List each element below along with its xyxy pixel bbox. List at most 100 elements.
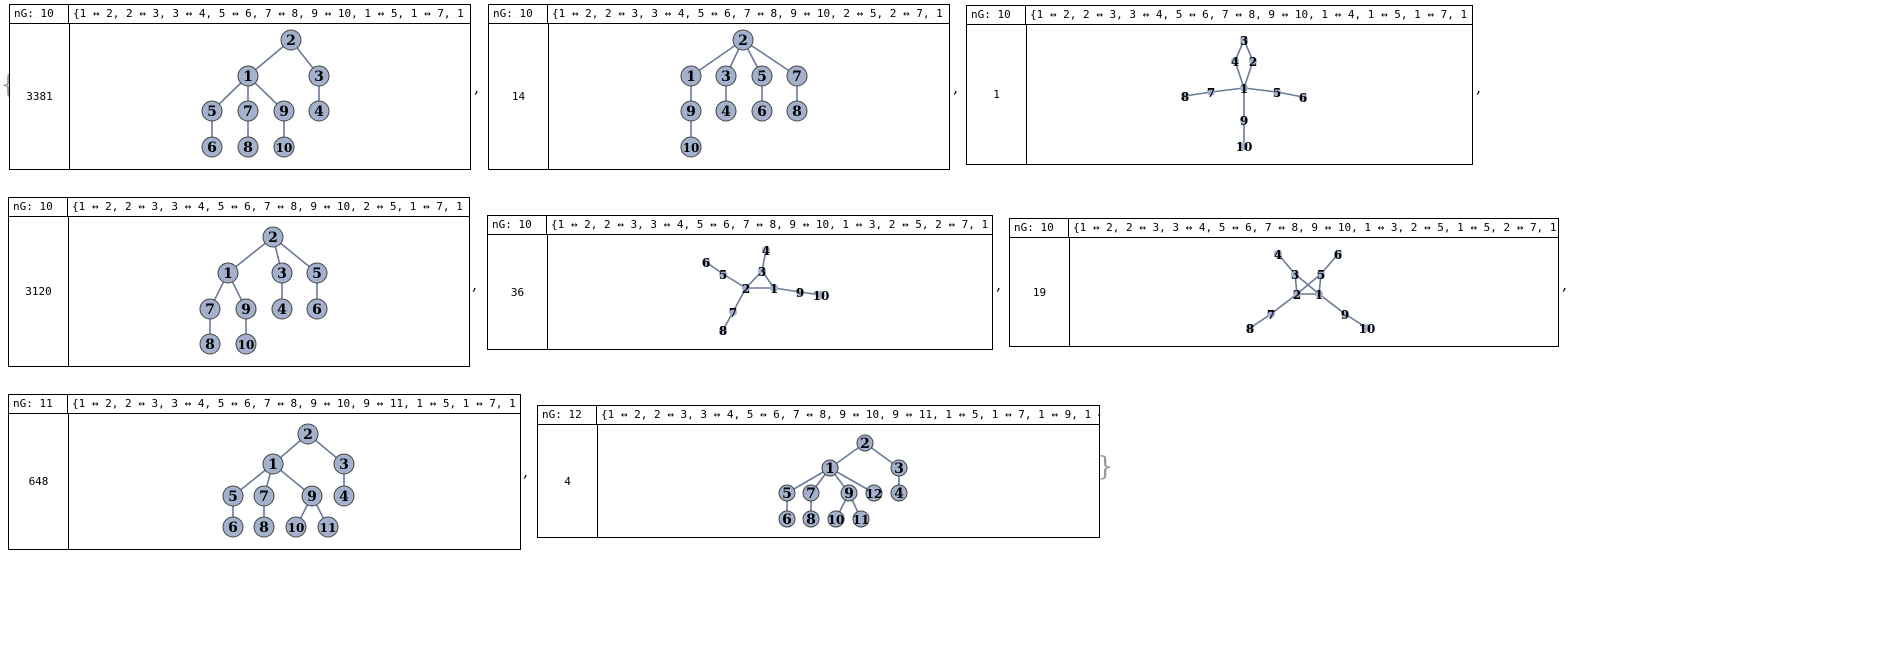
graph-node[interactable]: 6	[306, 298, 328, 320]
graph-node[interactable]: 3	[890, 459, 908, 477]
graph-node[interactable]: 2	[297, 423, 319, 445]
graph-panel[interactable]: nG: 10 {1 ↔ 2, 2 ↔ 3, 3 ↔ 4, 5 ↔ 6, 7 ↔ …	[1009, 218, 1559, 347]
graph-node[interactable]: 11	[317, 516, 339, 538]
graph-node[interactable]: 9	[1341, 308, 1349, 322]
graph-panel[interactable]: nG: 10 {1 ↔ 2, 2 ↔ 3, 3 ↔ 4, 5 ↔ 6, 7 ↔ …	[9, 4, 471, 170]
graph-node[interactable]: 11	[852, 510, 870, 528]
graph-node[interactable]: 5	[1317, 268, 1325, 282]
graph-node[interactable]: 1	[770, 282, 778, 296]
graph-panel[interactable]: nG: 10 {1 ↔ 2, 2 ↔ 3, 3 ↔ 4, 5 ↔ 6, 7 ↔ …	[487, 215, 993, 350]
graph-node[interactable]: 8	[1181, 90, 1189, 104]
graph-node[interactable]: 6	[1334, 248, 1342, 262]
graph-node[interactable]: 5	[778, 484, 796, 502]
graph-node[interactable]: 6	[778, 510, 796, 528]
graph-node[interactable]: 2	[732, 29, 754, 51]
graph-node[interactable]: 10	[285, 516, 307, 538]
graph-node[interactable]: 5	[751, 65, 773, 87]
graph-node[interactable]: 3	[715, 65, 737, 87]
graph-node[interactable]: 8	[802, 510, 820, 528]
graph-node[interactable]: 6	[222, 516, 244, 538]
graph-node[interactable]: 1	[1240, 82, 1248, 96]
graph-node[interactable]: 1	[237, 65, 259, 87]
graph-node[interactable]: 6	[201, 136, 223, 158]
graph-node[interactable]: 3	[1291, 268, 1299, 282]
graph-node[interactable]: 1	[680, 65, 702, 87]
graph-node[interactable]: 8	[253, 516, 275, 538]
graph-node[interactable]: 2	[1249, 55, 1257, 69]
graph-node[interactable]: 4	[333, 485, 355, 507]
graph-node[interactable]: 9	[273, 100, 295, 122]
graph-node[interactable]: 7	[786, 65, 808, 87]
graph-panel[interactable]: nG: 10 {1 ↔ 2, 2 ↔ 3, 3 ↔ 4, 5 ↔ 6, 7 ↔ …	[488, 4, 950, 170]
graph-panel[interactable]: nG: 10 {1 ↔ 2, 2 ↔ 3, 3 ↔ 4, 5 ↔ 6, 7 ↔ …	[966, 5, 1473, 165]
graph-node[interactable]: 4	[308, 100, 330, 122]
graph-node[interactable]: 3	[308, 65, 330, 87]
graph-node[interactable]: 9	[1240, 114, 1248, 128]
graph-node[interactable]: 5	[719, 268, 727, 282]
graph-node[interactable]: 3	[333, 453, 355, 475]
graph-node[interactable]: 10	[1359, 322, 1376, 336]
graph-panel[interactable]: nG: 11 {1 ↔ 2, 2 ↔ 3, 3 ↔ 4, 5 ↔ 6, 7 ↔ …	[8, 394, 521, 550]
graph-panel[interactable]: nG: 10 {1 ↔ 2, 2 ↔ 3, 3 ↔ 4, 5 ↔ 6, 7 ↔ …	[8, 197, 470, 367]
graph-node[interactable]: 2	[280, 29, 302, 51]
graph-node[interactable]: 1	[1315, 288, 1323, 302]
graph-node[interactable]: 5	[222, 485, 244, 507]
graph-node[interactable]: 4	[890, 484, 908, 502]
graph-node[interactable]: 1	[217, 262, 239, 284]
graph-node[interactable]: 10	[235, 333, 257, 355]
graph-node[interactable]: 10	[827, 510, 845, 528]
graph-node[interactable]: 7	[729, 306, 737, 320]
graph-node[interactable]: 2	[742, 282, 750, 296]
graph-node[interactable]: 12	[865, 484, 883, 502]
graph-node[interactable]: 6	[751, 100, 773, 122]
graph-node[interactable]: 7	[1207, 86, 1215, 100]
graph-node[interactable]: 7	[1267, 308, 1275, 322]
graph-node[interactable]: 7	[802, 484, 820, 502]
graph-node[interactable]: 7	[253, 485, 275, 507]
graph-node[interactable]: 9	[796, 286, 804, 300]
graph-node[interactable]: 5	[306, 262, 328, 284]
graph-node[interactable]: 9	[235, 298, 257, 320]
graph-node[interactable]: 6	[1299, 91, 1307, 105]
graph-svg[interactable]: 4 3 65 2 1 9 10 78	[548, 235, 992, 349]
graph-node[interactable]: 10	[813, 289, 830, 303]
graph-node[interactable]: 2	[262, 226, 284, 248]
graph-node[interactable]: 8	[199, 333, 221, 355]
graph-node[interactable]: 10	[680, 136, 702, 158]
graph-node[interactable]: 4	[762, 244, 770, 258]
graph-node[interactable]: 1	[262, 453, 284, 475]
graph-node[interactable]: 1	[821, 459, 839, 477]
graph-node[interactable]: 3	[1240, 34, 1248, 48]
graph-node[interactable]: 8	[237, 136, 259, 158]
graph-node[interactable]: 2	[1293, 288, 1301, 302]
graph-node[interactable]: 10	[1236, 140, 1253, 154]
graph-node[interactable]: 4	[1274, 248, 1282, 262]
graph-node[interactable]: 9	[301, 485, 323, 507]
graph-node[interactable]: 8	[719, 324, 727, 338]
graph-node[interactable]: 9	[840, 484, 858, 502]
graph-node[interactable]: 9	[680, 100, 702, 122]
graph-node[interactable]: 7	[199, 298, 221, 320]
graph-node[interactable]: 5	[1273, 86, 1281, 100]
graph-node[interactable]: 3	[758, 265, 766, 279]
graph-node[interactable]: 2	[856, 434, 874, 452]
graph-node[interactable]: 7	[237, 100, 259, 122]
graph-node[interactable]: 8	[786, 100, 808, 122]
graph-node[interactable]: 6	[702, 256, 710, 270]
graph-node[interactable]: 4	[715, 100, 737, 122]
graph-node[interactable]: 8	[1246, 322, 1254, 336]
graph-node[interactable]: 10	[273, 136, 295, 158]
graph-node[interactable]: 5	[201, 100, 223, 122]
